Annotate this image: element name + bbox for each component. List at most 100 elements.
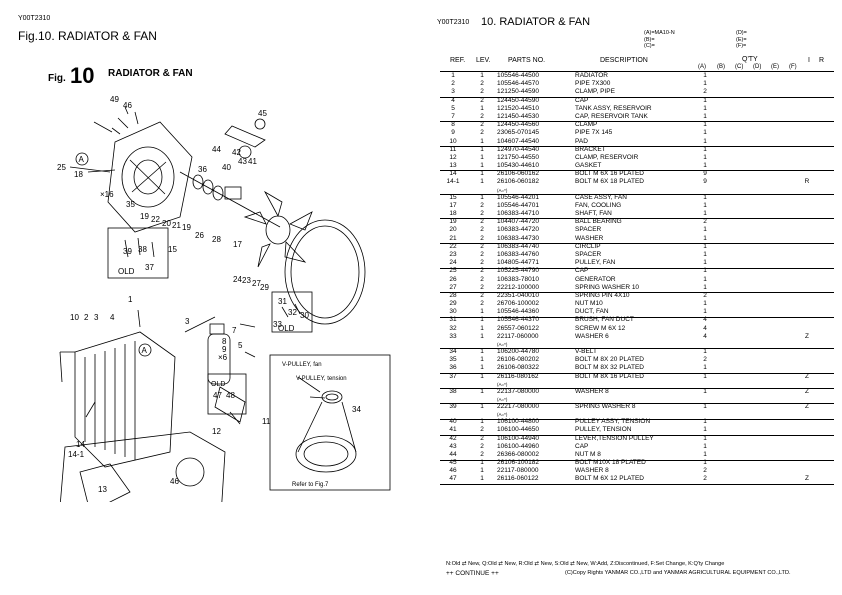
row-qty-a: 2 bbox=[703, 218, 707, 226]
header-col-a: (A) bbox=[698, 64, 706, 70]
row-part-number: 121450-44530 bbox=[497, 112, 539, 120]
row-part-number: 105546-44370 bbox=[497, 316, 539, 324]
row-qty-a: 1 bbox=[703, 104, 707, 112]
row-level: 2 bbox=[480, 442, 484, 450]
row-qty-a: 1 bbox=[703, 145, 707, 153]
callout-46: 46 bbox=[170, 477, 179, 486]
old-box-1 bbox=[107, 227, 169, 279]
tension-pulley bbox=[238, 145, 252, 159]
callout-23: 23 bbox=[242, 276, 251, 285]
row-level: 2 bbox=[480, 80, 484, 88]
vbelt-inset bbox=[269, 354, 391, 491]
row-ref: 17 bbox=[449, 201, 457, 209]
row-level: 1 bbox=[480, 72, 484, 79]
row-level: 1 bbox=[480, 308, 484, 316]
row-description: NUT M 8 bbox=[575, 450, 601, 458]
row-ref: 3 bbox=[451, 88, 455, 96]
old-label-1: OLD bbox=[118, 267, 135, 276]
row-ref: 22 bbox=[449, 242, 457, 250]
vpulley-tension-label: V-PULLEY, tension bbox=[296, 376, 347, 382]
row-qty-a: 2 bbox=[703, 467, 707, 475]
bearing-2 bbox=[212, 185, 224, 201]
row-qty-a: 1 bbox=[703, 426, 707, 434]
header-i: I bbox=[808, 57, 810, 64]
row-description: BOLT M 8X 32 PLATED bbox=[575, 364, 644, 372]
legend-c: (C)= bbox=[644, 43, 655, 50]
row-level: 1 bbox=[480, 178, 484, 186]
row-ref: 47 bbox=[449, 475, 457, 483]
row-separator bbox=[440, 292, 834, 294]
row-description: RADIATOR bbox=[575, 72, 608, 79]
legend-f: (F)= bbox=[736, 43, 747, 50]
diagram-fig-number: 10 bbox=[70, 63, 94, 88]
row-ref: 27 bbox=[449, 283, 457, 291]
row-separator bbox=[440, 348, 834, 350]
row-description: PAD bbox=[575, 137, 588, 145]
row-ref: 30 bbox=[449, 308, 457, 316]
row-qty-a: 1 bbox=[703, 137, 707, 145]
callout-24: 24 bbox=[233, 275, 242, 284]
row-level: 1 bbox=[480, 467, 484, 475]
row-part-number: 26106-060162 bbox=[497, 170, 539, 178]
row-description: BOLT M10X 18 PLATED bbox=[575, 459, 646, 467]
refer-fig7-label: Refer to Fig.7 bbox=[292, 482, 329, 488]
row-qty-a: 1 bbox=[703, 434, 707, 442]
row-part-number: 106383-78010 bbox=[497, 275, 539, 283]
row-ref: 43 bbox=[449, 442, 457, 450]
callout-27: 27 bbox=[252, 279, 261, 288]
callout-32: 32 bbox=[288, 308, 297, 317]
diagram-svg: Fig. 10 RADIATOR & FAN bbox=[48, 63, 391, 502]
row-separator bbox=[440, 435, 834, 436]
row-ref: 28 bbox=[449, 291, 457, 299]
header-description: DESCRIPTION bbox=[600, 57, 648, 64]
header-ref: REF. bbox=[450, 57, 466, 64]
row-description: CAP bbox=[575, 96, 589, 104]
row-qty-a: 1 bbox=[703, 129, 707, 137]
row-level: 2 bbox=[480, 434, 484, 442]
row-qty-a: 1 bbox=[703, 242, 707, 250]
row-ref: 42 bbox=[449, 434, 457, 442]
callout-46-upper: 46 bbox=[123, 101, 132, 110]
row-part-number: 105225-44790 bbox=[497, 267, 539, 275]
row-qty-a: 4 bbox=[703, 324, 707, 332]
row-level: 2 bbox=[480, 201, 484, 209]
row-description: PIPE 7X300 bbox=[575, 80, 611, 88]
row-level: 2 bbox=[480, 283, 484, 291]
upper-bolts bbox=[93, 117, 129, 133]
footer-continue: ++ CONTINUE ++ bbox=[446, 570, 499, 577]
row-ref: 44 bbox=[449, 450, 457, 458]
row-qty-a: 1 bbox=[703, 450, 707, 458]
row-part-number: 26106-080202 bbox=[497, 356, 539, 364]
spacer-1 bbox=[202, 179, 214, 195]
callout-x6: ×6 bbox=[218, 353, 228, 362]
callout-45: 45 bbox=[258, 109, 267, 118]
engine-pulley bbox=[175, 457, 205, 487]
row-qty-a: 1 bbox=[703, 308, 707, 316]
row-level: 1 bbox=[480, 387, 484, 395]
row-ref: 24 bbox=[449, 259, 457, 267]
row-part-number: 26106-060182 bbox=[497, 178, 539, 186]
header-col-f: (F) bbox=[789, 64, 797, 70]
row-part-number: 106200-44780 bbox=[497, 348, 539, 355]
leaders-lower bbox=[85, 309, 256, 425]
row-qty-a: 1 bbox=[703, 442, 707, 450]
row-qty-a: 4 bbox=[703, 316, 707, 324]
callout-49: 49 bbox=[110, 95, 119, 104]
row-qty-a: 1 bbox=[703, 283, 707, 291]
callout-33: 33 bbox=[273, 320, 282, 329]
row-qty-a: 1 bbox=[703, 210, 707, 217]
row-ref: 36 bbox=[449, 364, 457, 372]
row-qty-a: 1 bbox=[703, 267, 707, 275]
engine-detail bbox=[79, 463, 131, 502]
